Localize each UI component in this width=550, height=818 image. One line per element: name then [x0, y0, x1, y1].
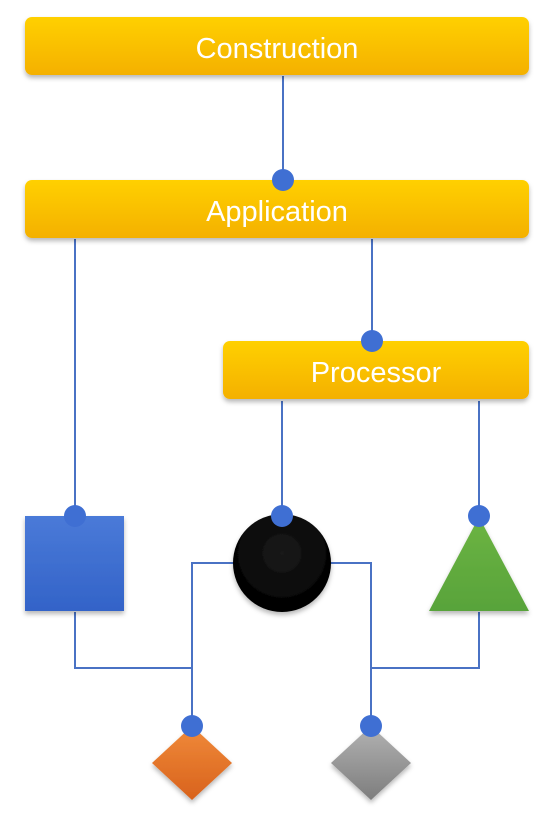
blue-square-shape: [25, 516, 124, 611]
edge-blue-square-orange-diamond: [74, 612, 192, 669]
connector-dot-green-triangle: [468, 505, 490, 527]
connector-dot-processor: [361, 330, 383, 352]
connector-dots: [64, 169, 490, 737]
connector-dot-application: [272, 169, 294, 191]
green-triangle-shape: [429, 517, 529, 611]
connector-dot-orange-diamond: [181, 715, 203, 737]
orange-diamond-shape: [152, 726, 232, 800]
edge-green-triangle-gray-diamond: [371, 612, 480, 669]
black-circle-shape: [233, 514, 331, 612]
connector-dot-black-circle: [271, 505, 293, 527]
connector-lines: [74, 76, 480, 725]
edge-black-circle-gray-diamond: [330, 562, 372, 725]
construction-label: Construction: [196, 33, 359, 65]
connector-dot-blue-square: [64, 505, 86, 527]
processor-label: Processor: [311, 357, 442, 389]
application-label: Application: [206, 196, 348, 228]
gray-diamond-shape: [331, 726, 411, 800]
application-box: [25, 180, 529, 238]
connector-dot-gray-diamond: [360, 715, 382, 737]
edge-black-circle-orange-diamond: [191, 562, 234, 725]
construction-box: [25, 17, 529, 75]
processor-box: [223, 341, 529, 399]
